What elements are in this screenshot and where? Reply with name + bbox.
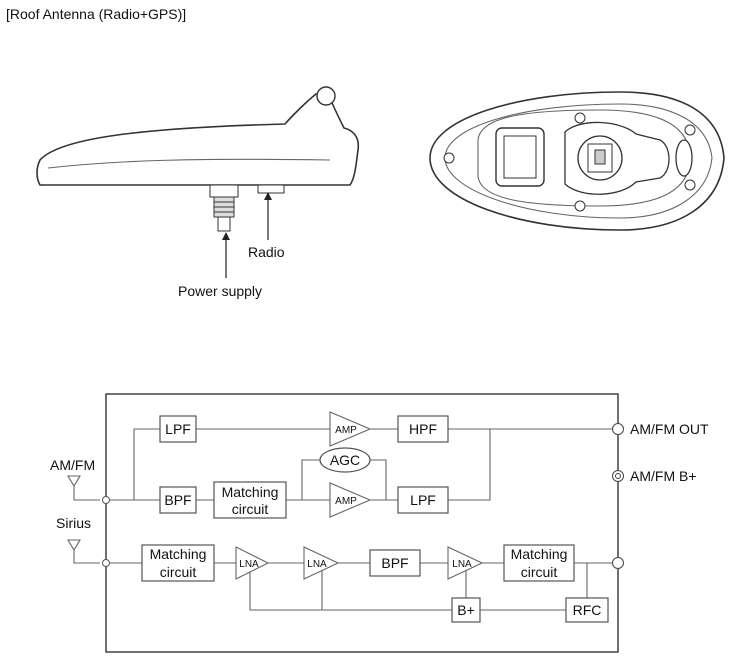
matching-sirius-out-line2: circuit [521,564,558,580]
lna2-triangle [303,546,340,580]
matching-am-line2: circuit [232,501,269,517]
lna2-label: LNA [307,559,327,570]
sirius-input-label: Sirius [56,515,91,531]
lpf-bottom-label: LPF [410,492,436,508]
page-title: [Roof Antenna (Radio+GPS)] [6,6,187,22]
antenna-symbols [67,475,100,564]
matching-circuit-sirius-out-block [503,544,575,582]
lpf-top-block [159,415,197,443]
lna3-label: LNA [452,559,472,570]
agc-label: AGC [330,452,360,468]
matching-circuit-am-block [213,481,287,519]
amp-top-triangle [329,411,372,447]
lna1-label: LNA [239,559,259,570]
hpf-block [397,415,449,443]
amfm-bplus-label: AM/FM B+ [630,468,697,484]
block-diagram-frame [105,393,619,653]
amfm-out-terminal [612,423,624,435]
amp-top-label: AMP [335,425,357,436]
bpf-sirius-block [369,549,421,577]
lna1-triangle [235,546,270,580]
antenna-side-view [36,86,360,278]
matching-sirius-in-line2: circuit [160,564,197,580]
bpf-am-block [159,486,197,514]
lpf-bottom-block [397,486,449,514]
bplus-label: B+ [457,602,475,618]
rfc-label: RFC [573,602,602,618]
sirius-out-terminal [612,557,624,569]
amp-bottom-triangle [329,482,372,518]
lpf-top-label: LPF [165,421,191,437]
bpf-am-label: BPF [164,492,191,508]
matching-circuit-sirius-in-block [141,544,215,582]
amfm-input-label: AM/FM [50,457,95,473]
lna3-triangle [447,546,484,580]
antenna-bottom-view [429,91,725,231]
bplus-block [451,597,481,623]
amfm-out-label: AM/FM OUT [630,421,709,437]
power-supply-label: Power supply [178,283,262,299]
amfm-input-node [102,496,110,504]
agc-block [319,447,371,473]
matching-am-line1: Matching [222,484,279,500]
rfc-block [565,597,609,623]
signal-wires [106,428,612,611]
bpf-sirius-label: BPF [381,555,408,571]
matching-sirius-in-line1: Matching [150,546,207,562]
amp-bottom-label: AMP [335,496,357,507]
radio-label: Radio [248,244,285,260]
hpf-label: HPF [409,421,437,437]
sirius-input-node [102,559,110,567]
matching-sirius-out-line1: Matching [511,546,568,562]
amfm-bplus-terminal-inner [615,473,621,479]
